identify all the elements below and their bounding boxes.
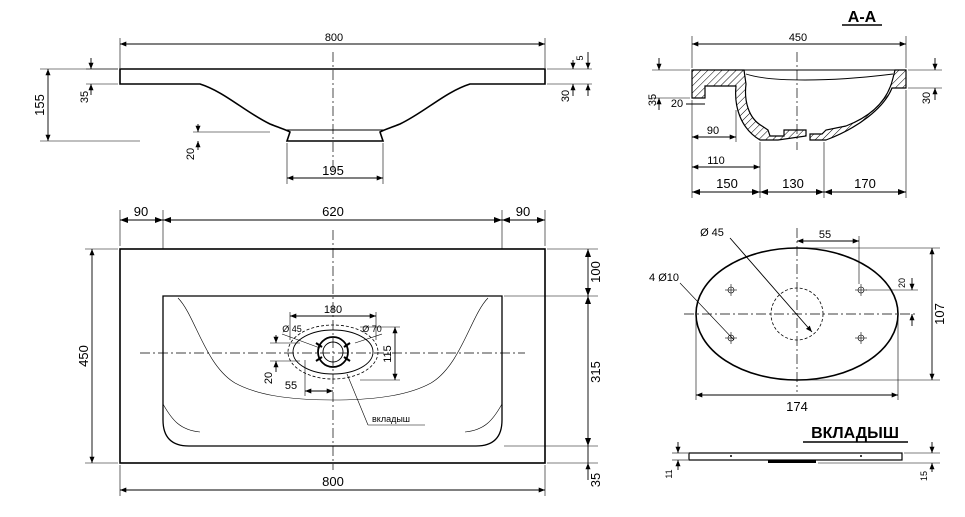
section-title: А-А	[848, 9, 877, 26]
insert-small-holes	[725, 284, 867, 344]
section-rim-right-label: 30	[921, 92, 933, 104]
insert-title: ВКЛАДЫШ	[811, 425, 899, 442]
side-height-label: 155	[32, 94, 47, 116]
top-bowl-width-label: 620	[322, 204, 344, 219]
section-right-wall	[809, 69, 907, 141]
insert-hole-label: Ø 45	[700, 227, 724, 239]
insert-leader-label: вкладыш	[372, 414, 410, 424]
section-view: А-А 450 35 30 20 90 110	[647, 9, 942, 198]
drain-offset-x-label: 55	[285, 380, 297, 392]
side-lip-label: 5	[575, 55, 585, 60]
top-depth-label: 450	[76, 345, 91, 367]
top-total-width-label: 800	[322, 474, 344, 489]
section-d110-label: 110	[707, 155, 725, 167]
bowl-outline	[162, 295, 503, 447]
section-left-wall	[691, 69, 807, 141]
section-offset-label: 20	[671, 98, 683, 110]
side-view: 800 155 35 5 30 20 195	[32, 32, 592, 184]
basin-side-profile	[119, 68, 546, 142]
section-d90-label: 90	[707, 125, 719, 137]
drain-inner-label: Ø 45	[282, 324, 302, 334]
side-drain-width-label: 195	[322, 163, 344, 178]
top-view: 90 620 90 180 Ø 45 Ø 70 11	[76, 204, 603, 496]
drain-offset-y-label: 20	[263, 372, 275, 384]
section-seg1-label: 150	[716, 176, 738, 191]
insert-center-hole	[770, 287, 824, 341]
insert-view: Ø 45 4 Ø10 55 20 107 174 ВКЛАДЫШ	[649, 227, 947, 481]
insert-height-label: 107	[932, 303, 947, 325]
side-width-label: 800	[325, 32, 343, 44]
insert-thick-right-label: 15	[919, 471, 929, 481]
drain-span-label: 180	[324, 304, 342, 316]
insert-side-profile	[688, 452, 903, 461]
insert-width-label: 174	[786, 399, 808, 414]
side-bottom-label: 20	[185, 148, 197, 160]
top-right-margin-label: 90	[516, 204, 530, 219]
section-rim-left-label: 35	[647, 94, 659, 106]
drain-height-label: 115	[382, 345, 394, 363]
side-edge-label: 30	[560, 90, 572, 102]
side-rim-label: 35	[79, 91, 91, 103]
top-bowl-depth-label: 315	[588, 361, 603, 383]
top-back-label: 35	[588, 473, 603, 487]
insert-offset-y-label: 20	[897, 278, 907, 288]
insert-offset-x-label: 55	[819, 229, 831, 241]
top-left-margin-label: 90	[134, 204, 148, 219]
section-seg2-label: 130	[782, 176, 804, 191]
top-front-label: 100	[588, 261, 603, 283]
drain-outer-label: Ø 70	[362, 324, 382, 334]
insert-thick-left-label: 11	[664, 469, 674, 478]
insert-holes-label: 4 Ø10	[649, 272, 679, 284]
section-seg3-label: 170	[854, 176, 876, 191]
section-width-label: 450	[789, 32, 807, 44]
basin-top-outline	[119, 248, 546, 464]
